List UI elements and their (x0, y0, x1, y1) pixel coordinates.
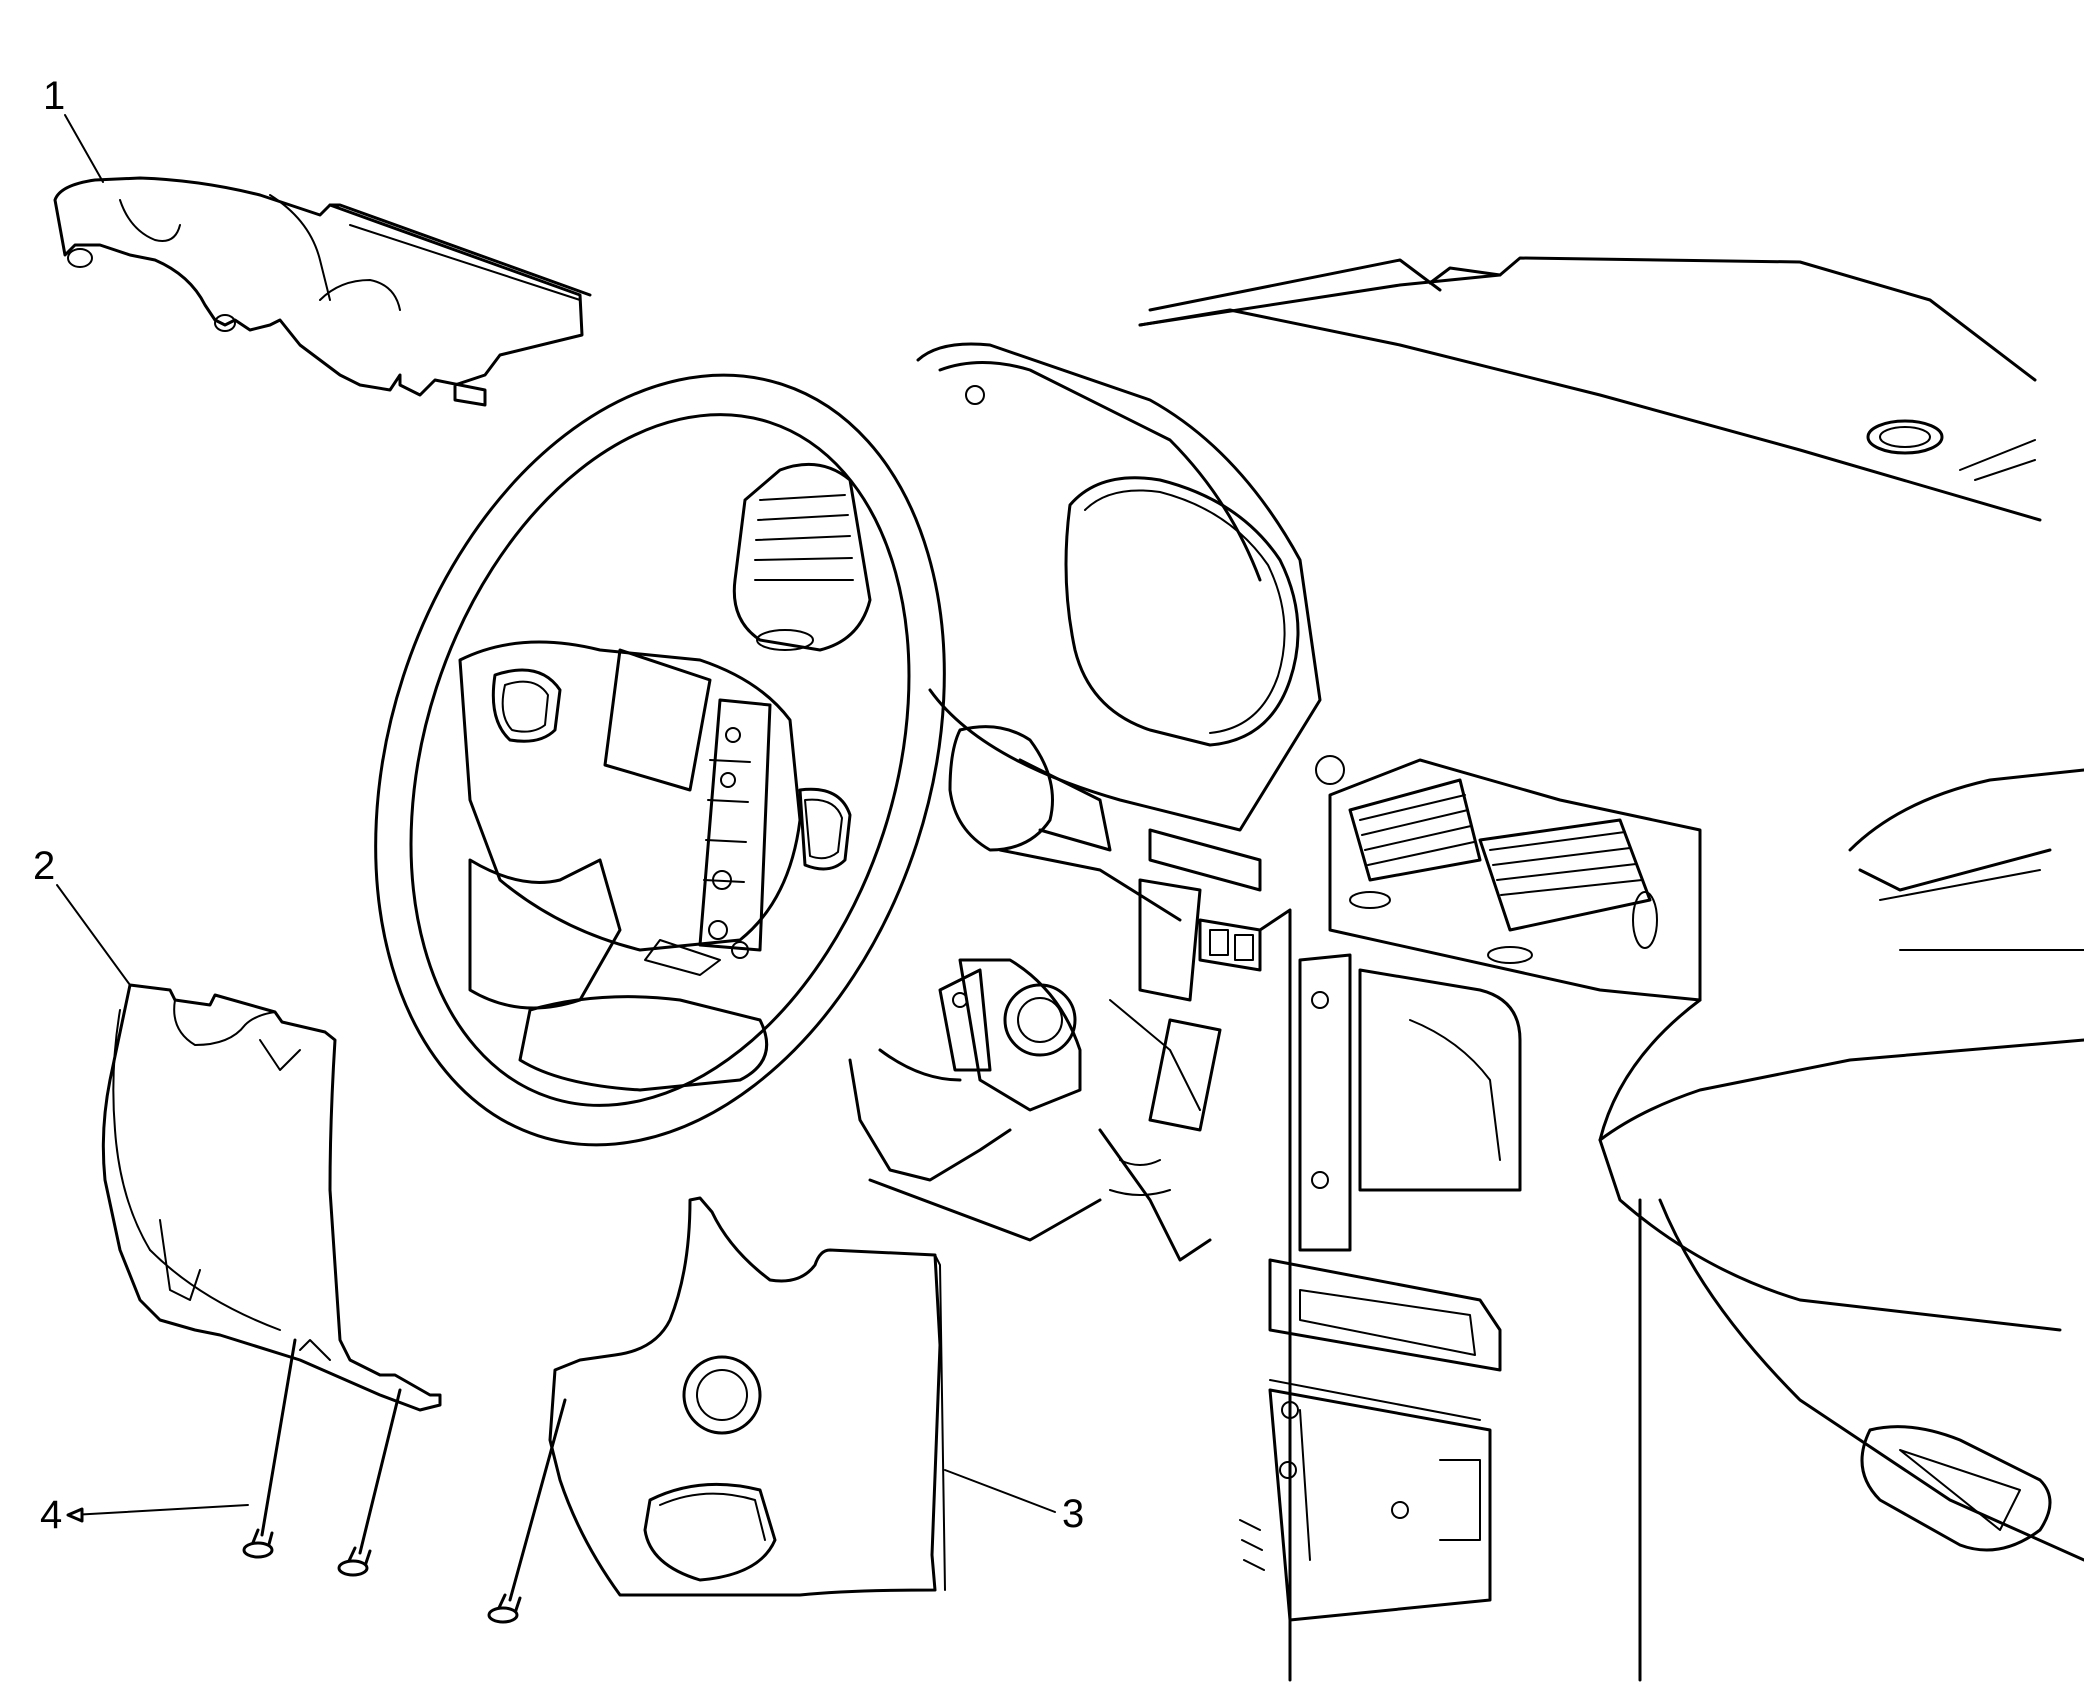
steering-wheel (374, 373, 946, 1147)
screw-a (242, 1338, 297, 1559)
lower-column-cover-left (101, 983, 442, 1412)
leader-line-4 (71, 1504, 249, 1516)
screws (242, 1338, 567, 1624)
screw-b (337, 1388, 402, 1577)
callout-label-1: 1 (43, 74, 66, 118)
callout-label-2: 2 (33, 844, 56, 888)
screw-c (487, 1398, 567, 1624)
instrument-panel (732, 256, 2084, 1682)
leader-line-1 (64, 114, 104, 183)
leader-line-3 (944, 1469, 1056, 1513)
callout-label-4: 4 (40, 1493, 63, 1537)
leader-arrow-4 (66, 1507, 84, 1523)
lower-column-cover-right (548, 1196, 946, 1597)
leader-lines (56, 114, 1056, 1523)
upper-column-cover (53, 176, 592, 407)
steering-column (848, 725, 1262, 1262)
leader-line-2 (56, 884, 131, 986)
callout-label-3: 3 (1062, 1492, 1085, 1536)
